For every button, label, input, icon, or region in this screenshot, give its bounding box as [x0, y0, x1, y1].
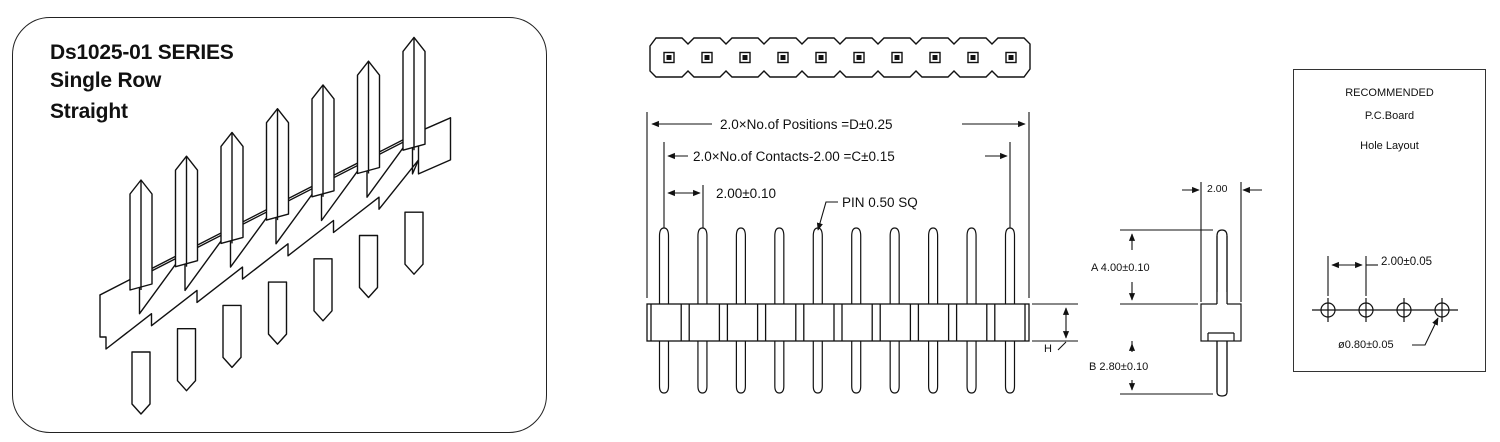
front-view-pins: [658, 227, 1016, 394]
pin-size-label: PIN 0.50 SQ: [842, 195, 918, 210]
iso-pin-lower: [222, 304, 242, 369]
pin-lower: [851, 341, 862, 394]
pin-upper: [1004, 227, 1016, 304]
pin-upper: [812, 227, 823, 304]
pin-lower: [889, 341, 900, 394]
pcb-title-line3: Hole Layout: [1360, 140, 1419, 152]
side-width-label: 2.00: [1207, 183, 1228, 195]
top-view-pin-center: [818, 55, 824, 60]
pin-upper: [851, 227, 862, 304]
pin-lower: [812, 341, 823, 394]
positions-dimension-label: 2.0×No.of Positions =D±0.25: [720, 117, 893, 132]
pin-upper: [966, 227, 977, 304]
top-view-pin-center: [894, 55, 900, 60]
hole-diameter-label: ø0.80±0.05: [1338, 339, 1394, 351]
front-housing-outline: [646, 303, 1030, 342]
top-view-housing-outline: [649, 37, 1031, 78]
top-view-pin-center: [666, 55, 672, 60]
pin-upper: [658, 227, 670, 304]
iso-pin-lower: [404, 211, 424, 275]
pin-upper: [774, 227, 785, 304]
row-type-label: Single Row: [50, 69, 162, 92]
pin-upper: [928, 227, 939, 304]
front-view-housing: [646, 303, 1030, 342]
top-view-pin-center: [742, 55, 748, 60]
top-view-pin-center: [704, 55, 710, 60]
pin-lower: [928, 341, 939, 394]
top-view-outline: [649, 37, 1031, 78]
iso-pin-lower: [176, 328, 197, 392]
dimension-lines-side: [1120, 182, 1262, 395]
pin-lower: [658, 341, 670, 394]
top-view-pin-center: [780, 55, 786, 60]
iso-pin-lower: [267, 281, 288, 345]
b-dimension-label: B 2.80±0.10: [1089, 361, 1149, 373]
top-view-pin-center: [970, 55, 976, 60]
pin-upper: [889, 227, 900, 304]
pin-lower: [1004, 341, 1016, 394]
pcb-layout-frame: [1293, 69, 1486, 372]
top-view-pin-center: [1008, 55, 1014, 60]
pcb-hole-pattern: [1312, 298, 1458, 322]
housing-height-label: H: [1044, 343, 1052, 355]
pin-lower: [966, 341, 977, 394]
pin-lower: [735, 341, 746, 394]
pin-upper: [697, 227, 708, 304]
iso-pin-lower: [131, 351, 151, 415]
dimension-lines-pcb: [1327, 256, 1439, 346]
top-view-pin-center: [932, 55, 938, 60]
contacts-dimension-label: 2.0×No.of Contacts-2.00 =C±0.15: [693, 149, 895, 164]
pin-lower: [697, 341, 708, 394]
dimension-lines-front: [646, 112, 1078, 351]
side-view: [1200, 229, 1242, 397]
style-label: Straight: [50, 100, 128, 123]
pin-upper: [735, 227, 746, 304]
iso-pin-lower: [358, 234, 379, 299]
iso-housing-end: [417, 117, 452, 175]
top-view-pin-center: [856, 55, 862, 60]
pcb-pitch-label: 2.00±0.05: [1381, 256, 1433, 268]
pin-lower: [774, 341, 785, 394]
pitch-dimension-label: 2.00±0.10: [716, 186, 776, 201]
iso-pin-lower: [313, 258, 333, 322]
series-title: Ds1025-01 SERIES: [50, 41, 234, 64]
product-illustration-panel: [12, 17, 547, 433]
a-dimension-label: A 4.00±0.10: [1091, 262, 1150, 274]
pcb-title-line2: P.C.Board: [1364, 110, 1415, 122]
pcb-title-line1: RECOMMENDED: [1345, 87, 1434, 99]
